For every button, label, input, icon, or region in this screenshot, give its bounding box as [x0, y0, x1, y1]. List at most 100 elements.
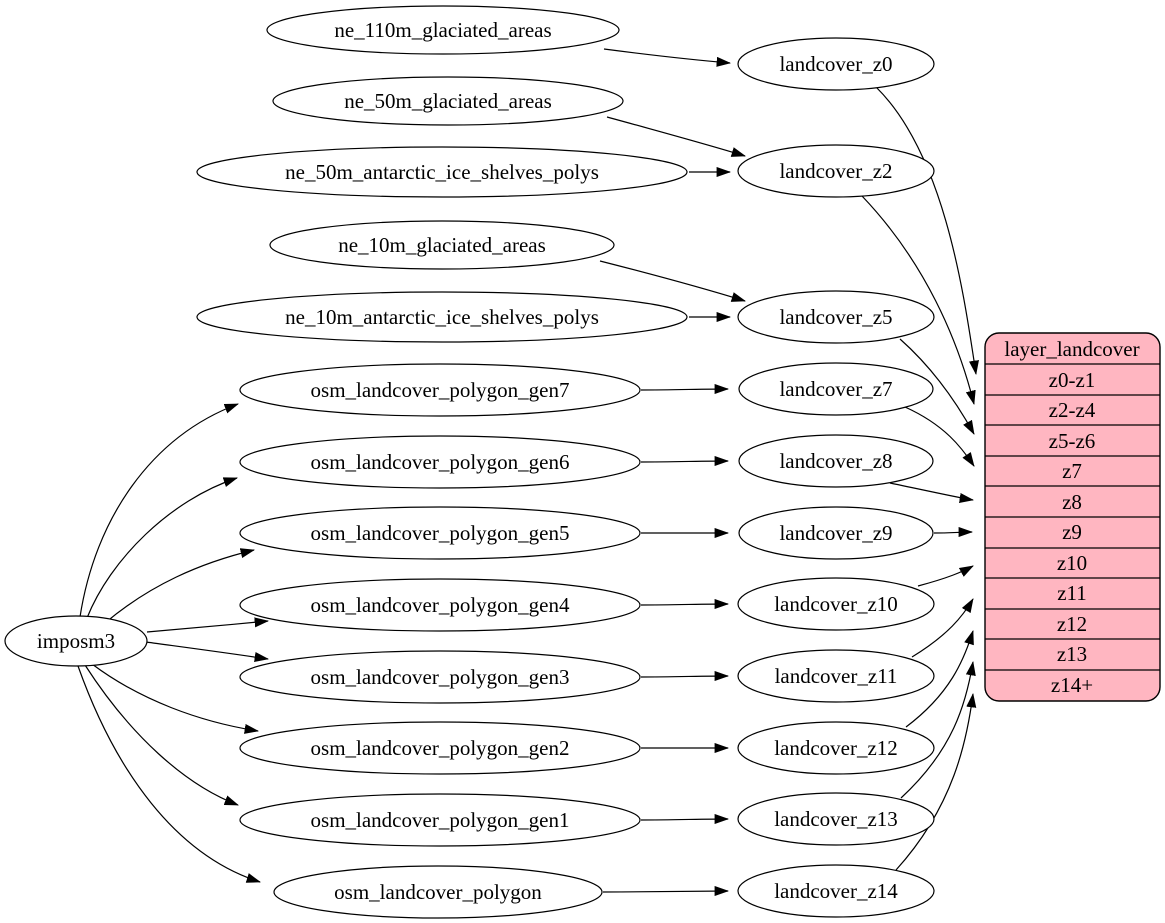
gen2-ellipse — [239, 721, 641, 775]
node-osm-landcover-polygon-gen2: osm_landcover_polygon_gen2 — [239, 721, 641, 775]
ne50m-antarctic-label: ne_50m_antarctic_ice_shelves_polys — [285, 160, 599, 184]
node-osm-landcover-polygon: osm_landcover_polygon — [273, 865, 603, 919]
imposm3-label: imposm3 — [37, 629, 115, 653]
gen4-label: osm_landcover_polygon_gen4 — [311, 593, 570, 617]
node-landcover-z8: landcover_z8 — [738, 434, 934, 488]
edge-layer — [77, 48, 979, 897]
edge-z11-to-row-z11 — [911, 598, 974, 658]
gen5-ellipse — [239, 506, 641, 560]
edge-z10-to-row-z10 — [917, 565, 974, 587]
edge-imposm3-to-gen7 — [79, 403, 239, 618]
imposm3-ellipse — [4, 615, 148, 667]
node-ne50m-glaciated-areas: ne_50m_glaciated_areas — [272, 76, 624, 126]
ne50m-glaciated-ellipse — [272, 76, 624, 126]
node-osm-landcover-polygon-gen7: osm_landcover_polygon_gen7 — [239, 363, 641, 417]
edge-gen3-to-z11 — [640, 670, 730, 682]
table-row-z13: z13 — [1057, 642, 1087, 666]
gen4-ellipse — [239, 578, 641, 632]
table-row-z14plus: z14+ — [1051, 673, 1093, 697]
z9-label: landcover_z9 — [779, 521, 892, 545]
table-row-z9: z9 — [1062, 520, 1082, 544]
ne50m-antarctic-ellipse — [196, 146, 688, 198]
z10-ellipse — [737, 577, 935, 631]
node-ne110m-glaciated-areas: ne_110m_glaciated_areas — [266, 5, 620, 55]
node-osm-landcover-polygon-gen4: osm_landcover_polygon_gen4 — [239, 578, 641, 632]
edge-gen7-to-z7 — [640, 383, 730, 395]
edge-ne50m-glaciated-to-z2 — [606, 116, 746, 157]
ne10m-glaciated-ellipse — [269, 220, 615, 270]
edge-imposm3-to-gen5 — [104, 548, 255, 624]
gen6-ellipse — [239, 435, 641, 489]
osm-poly-ellipse — [273, 865, 603, 919]
z9-ellipse — [738, 506, 934, 560]
node-osm-landcover-polygon-gen1: osm_landcover_polygon_gen1 — [239, 793, 641, 847]
gen7-label: osm_landcover_polygon_gen7 — [311, 378, 570, 402]
edge-z8-to-row-z8 — [889, 482, 974, 503]
node-landcover-z5: landcover_z5 — [737, 290, 935, 344]
z7-label: landcover_z7 — [779, 377, 892, 401]
z13-label: landcover_z13 — [774, 807, 898, 831]
ne110m-label: ne_110m_glaciated_areas — [334, 18, 551, 42]
table-row-z10: z10 — [1057, 551, 1087, 575]
edge-gen6-to-z8 — [640, 455, 730, 467]
edge-z12-to-row-z12 — [905, 630, 974, 728]
layer-landcover-title: layer_landcover — [1004, 337, 1139, 361]
z7-ellipse — [738, 362, 934, 416]
gen6-label: osm_landcover_polygon_gen6 — [311, 450, 570, 474]
node-landcover-z10: landcover_z10 — [737, 577, 935, 631]
edge-z14-to-row-z14plus — [895, 693, 977, 871]
edge-imposm3-to-osm-poly — [77, 665, 261, 883]
edge-z2-to-row-z2-z4 — [861, 195, 976, 405]
node-landcover-z11: landcover_z11 — [737, 649, 935, 703]
edge-z0-to-row-z0-z1 — [875, 86, 979, 375]
node-osm-landcover-polygon-gen5: osm_landcover_polygon_gen5 — [239, 506, 641, 560]
table-row-z2-z4: z2-z4 — [1049, 398, 1096, 422]
table-row-z5-z6: z5-z6 — [1049, 429, 1096, 453]
ne10m-glaciated-label: ne_10m_glaciated_areas — [338, 233, 546, 257]
node-landcover-z2: landcover_z2 — [737, 144, 935, 198]
z12-ellipse — [737, 721, 935, 775]
node-landcover-z7: landcover_z7 — [738, 362, 934, 416]
edge-gen1-to-z13 — [640, 813, 730, 825]
edge-z9-to-row-z9 — [933, 526, 974, 538]
gen1-ellipse — [239, 793, 641, 847]
z8-label: landcover_z8 — [779, 449, 892, 473]
node-landcover-z12: landcover_z12 — [737, 721, 935, 775]
z13-ellipse — [737, 792, 935, 846]
osm-poly-label: osm_landcover_polygon — [334, 880, 542, 904]
z11-ellipse — [737, 649, 935, 703]
z0-label: landcover_z0 — [779, 52, 892, 76]
edge-osm-poly-to-z14 — [602, 885, 730, 897]
gen1-label: osm_landcover_polygon_gen1 — [311, 808, 570, 832]
table-row-z8: z8 — [1062, 490, 1082, 514]
node-landcover-z13: landcover_z13 — [737, 792, 935, 846]
z14-ellipse — [737, 864, 935, 918]
edge-ne10m-glaciated-to-z5 — [599, 260, 746, 302]
z14-label: landcover_z14 — [774, 879, 898, 903]
ne10m-antarctic-label: ne_10m_antarctic_ice_shelves_polys — [285, 305, 599, 329]
edge-imposm3-to-gen4 — [146, 617, 270, 633]
table-row-z0-z1: z0-z1 — [1049, 368, 1096, 392]
gen7-ellipse — [239, 363, 641, 417]
table-row-z7: z7 — [1062, 459, 1082, 483]
z5-ellipse — [737, 290, 935, 344]
edge-z7-to-row-z7 — [904, 406, 975, 467]
node-ne50m-antarctic-ice-shelves: ne_50m_antarctic_ice_shelves_polys — [196, 146, 688, 198]
z5-label: landcover_z5 — [779, 305, 892, 329]
node-osm-landcover-polygon-gen6: osm_landcover_polygon_gen6 — [239, 435, 641, 489]
z2-ellipse — [737, 144, 935, 198]
gen3-ellipse — [239, 650, 641, 704]
gen2-label: osm_landcover_polygon_gen2 — [311, 736, 570, 760]
ne50m-glaciated-label: ne_50m_glaciated_areas — [344, 89, 552, 113]
ne110m-ellipse — [266, 5, 620, 55]
z2-label: landcover_z2 — [779, 159, 892, 183]
table-row-z12: z12 — [1057, 612, 1087, 636]
edge-gen4-to-z10 — [640, 598, 730, 610]
z10-label: landcover_z10 — [774, 592, 898, 616]
edge-imposm3-to-gen3 — [145, 641, 269, 662]
table-row-z11: z11 — [1057, 581, 1087, 605]
node-osm-landcover-polygon-gen3: osm_landcover_polygon_gen3 — [239, 650, 641, 704]
node-landcover-z0: landcover_z0 — [737, 37, 935, 91]
